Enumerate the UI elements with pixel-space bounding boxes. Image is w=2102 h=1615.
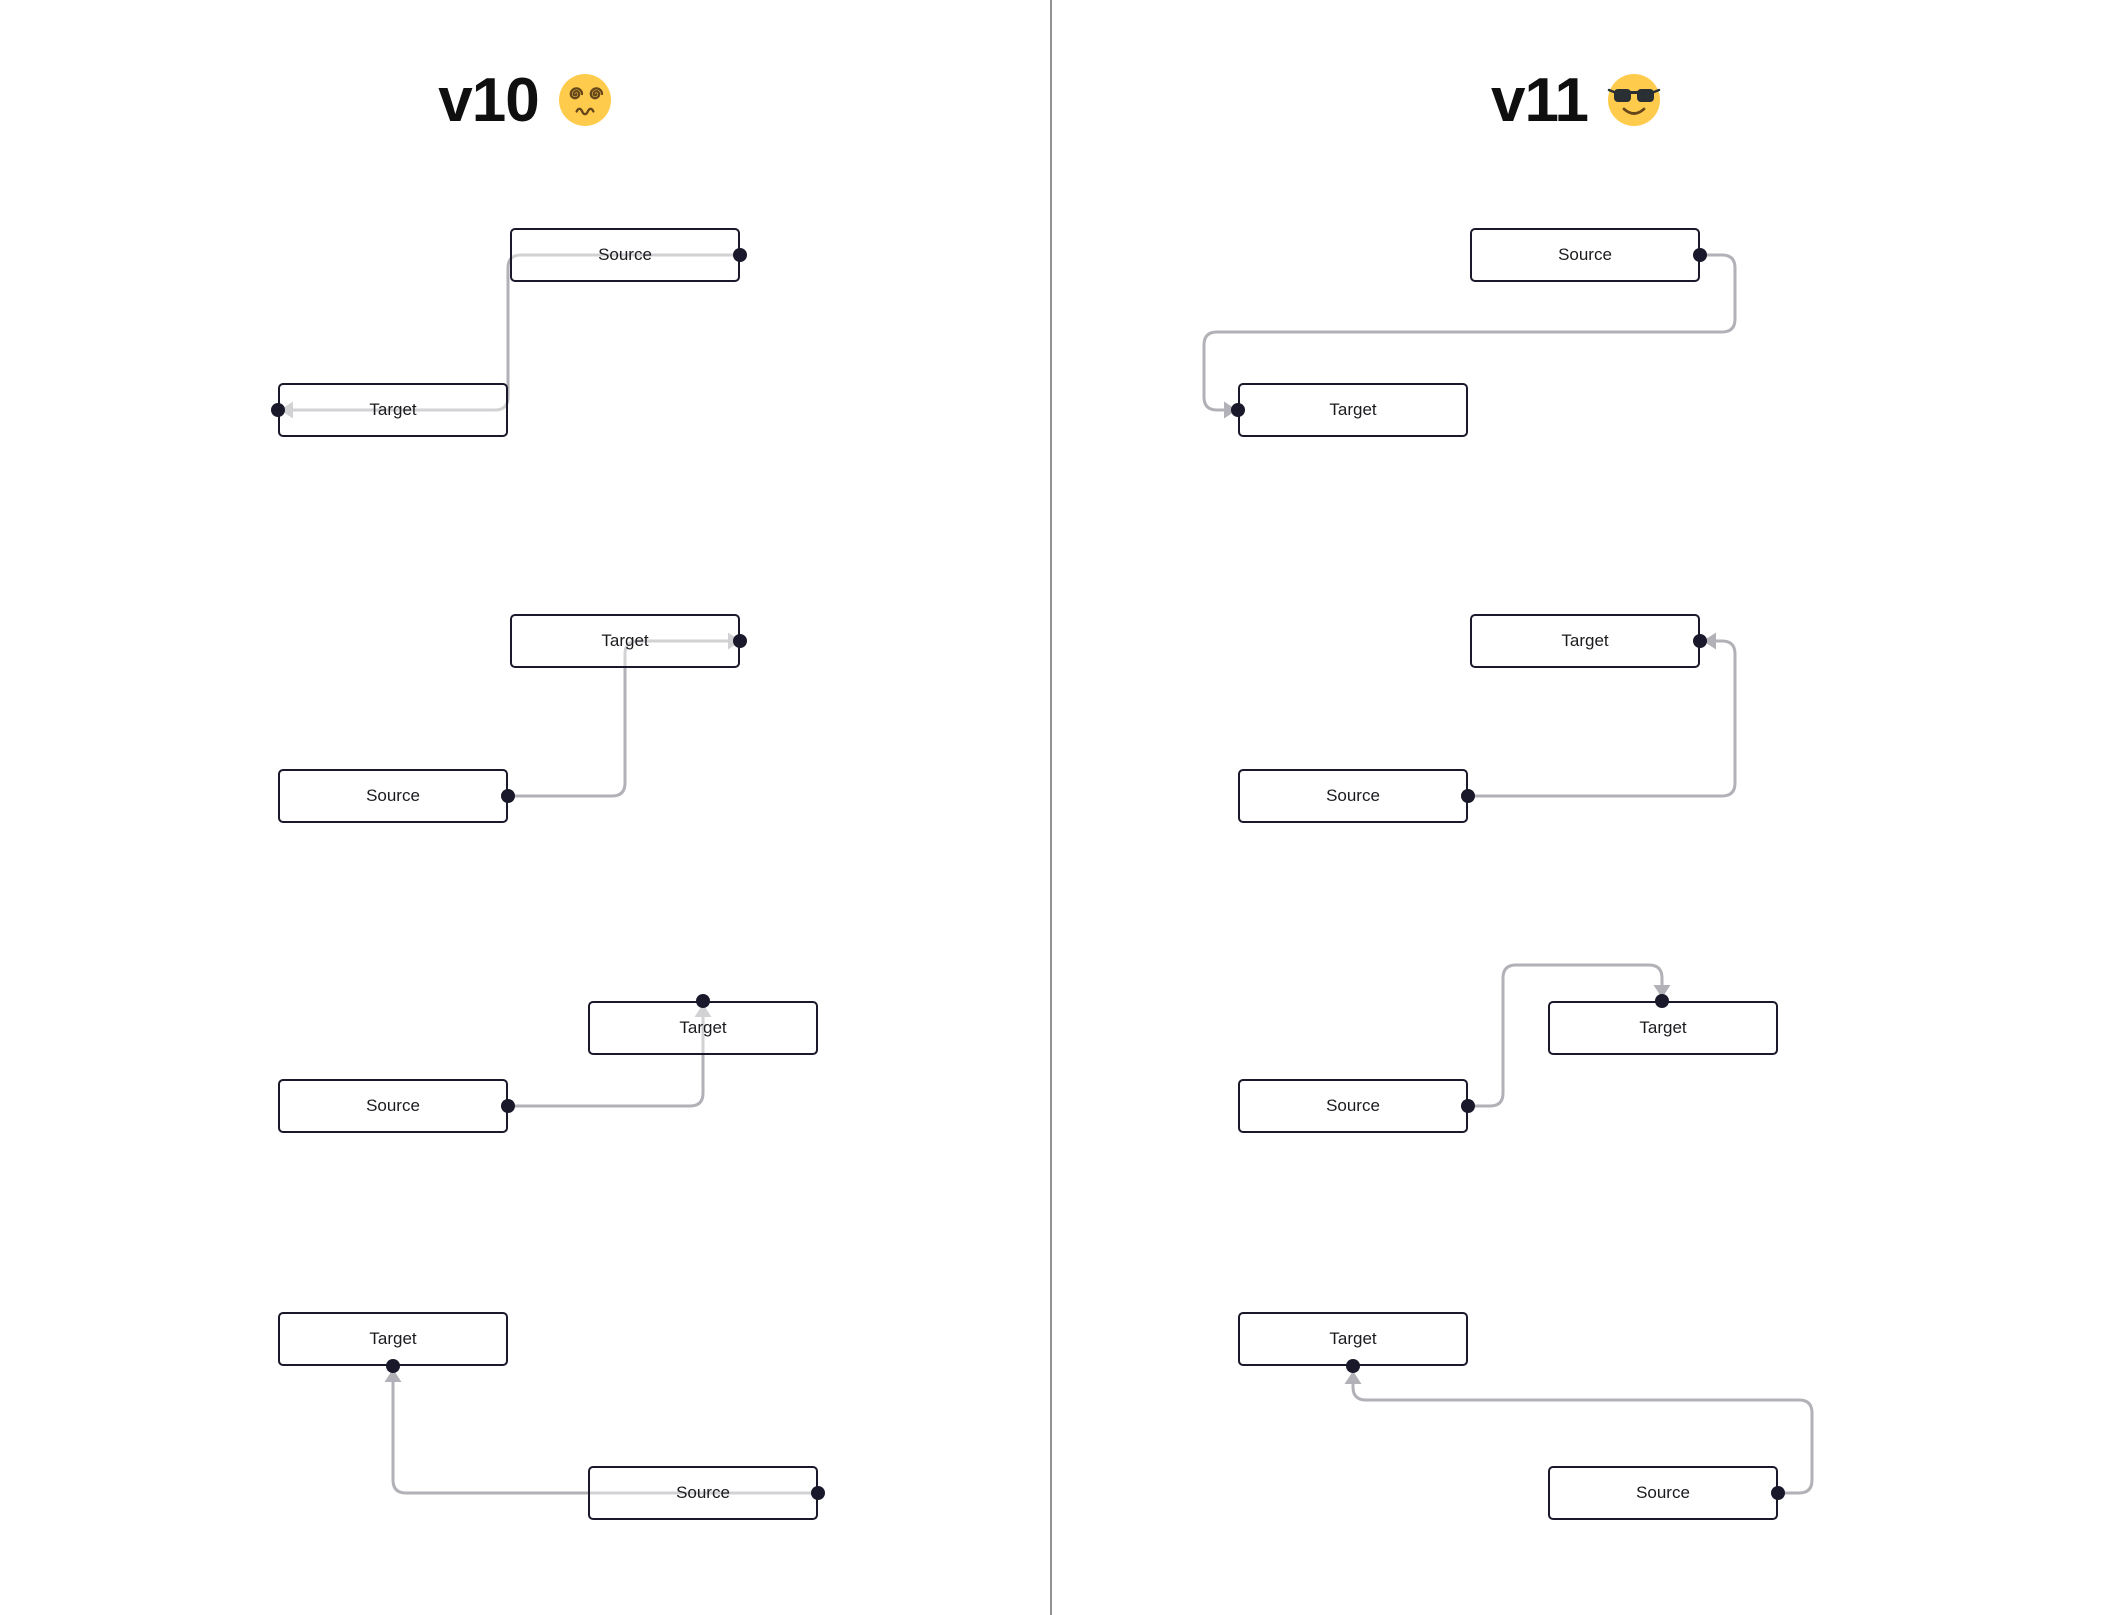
panel-title-v11-label: v11 xyxy=(1490,65,1589,135)
node-label: Target xyxy=(369,400,417,419)
node-label: Source xyxy=(676,1483,730,1502)
node-label: Source xyxy=(366,786,420,805)
panel-title-v10-label: v10 xyxy=(438,65,539,135)
panel-title-v11: v11 xyxy=(1051,60,2102,140)
node-label: Target xyxy=(1561,631,1609,650)
node-label: Source xyxy=(1326,786,1380,805)
node-label: Target xyxy=(601,631,649,650)
node-label: Target xyxy=(369,1329,417,1348)
node-label: Target xyxy=(1329,1329,1377,1348)
smiling-face-with-sunglasses-emoji xyxy=(1607,74,1661,126)
woozy-face-emoji xyxy=(558,74,611,126)
node-label: Source xyxy=(1636,1483,1690,1502)
node-label: Source xyxy=(598,245,652,264)
flow-node-source-v11-example-2[interactable]: Source xyxy=(1238,769,1468,823)
flow-node-source-v10-example-1[interactable]: Source xyxy=(510,228,740,282)
flow-node-source-v11-example-3[interactable]: Source xyxy=(1238,1079,1468,1133)
flow-node-target-v11-example-4[interactable]: Target xyxy=(1238,1312,1468,1366)
flow-node-target-v11-example-3[interactable]: Target xyxy=(1548,1001,1778,1055)
flow-node-target-v10-example-1[interactable]: Target xyxy=(278,383,508,437)
node-label: Target xyxy=(1639,1018,1687,1037)
flow-node-source-v10-example-2[interactable]: Source xyxy=(278,769,508,823)
flow-node-target-v10-example-2[interactable]: Target xyxy=(510,614,740,668)
flow-node-source-v10-example-4[interactable]: Source xyxy=(588,1466,818,1520)
flow-node-source-v11-example-4[interactable]: Source xyxy=(1548,1466,1778,1520)
flow-node-target-v11-example-1[interactable]: Target xyxy=(1238,383,1468,437)
flow-node-target-v10-example-4[interactable]: Target xyxy=(278,1312,508,1366)
node-label: Target xyxy=(679,1018,727,1037)
node-label: Target xyxy=(1329,400,1377,419)
node-label: Source xyxy=(1326,1096,1380,1115)
flow-node-source-v10-example-3[interactable]: Source xyxy=(278,1079,508,1133)
panel-divider xyxy=(1050,0,1052,1615)
flow-node-target-v10-example-3[interactable]: Target xyxy=(588,1001,818,1055)
node-label: Source xyxy=(366,1096,420,1115)
panel-title-v10: v10 xyxy=(0,60,1051,140)
flow-node-target-v11-example-2[interactable]: Target xyxy=(1470,614,1700,668)
flow-node-source-v11-example-1[interactable]: Source xyxy=(1470,228,1700,282)
node-label: Source xyxy=(1558,245,1612,264)
